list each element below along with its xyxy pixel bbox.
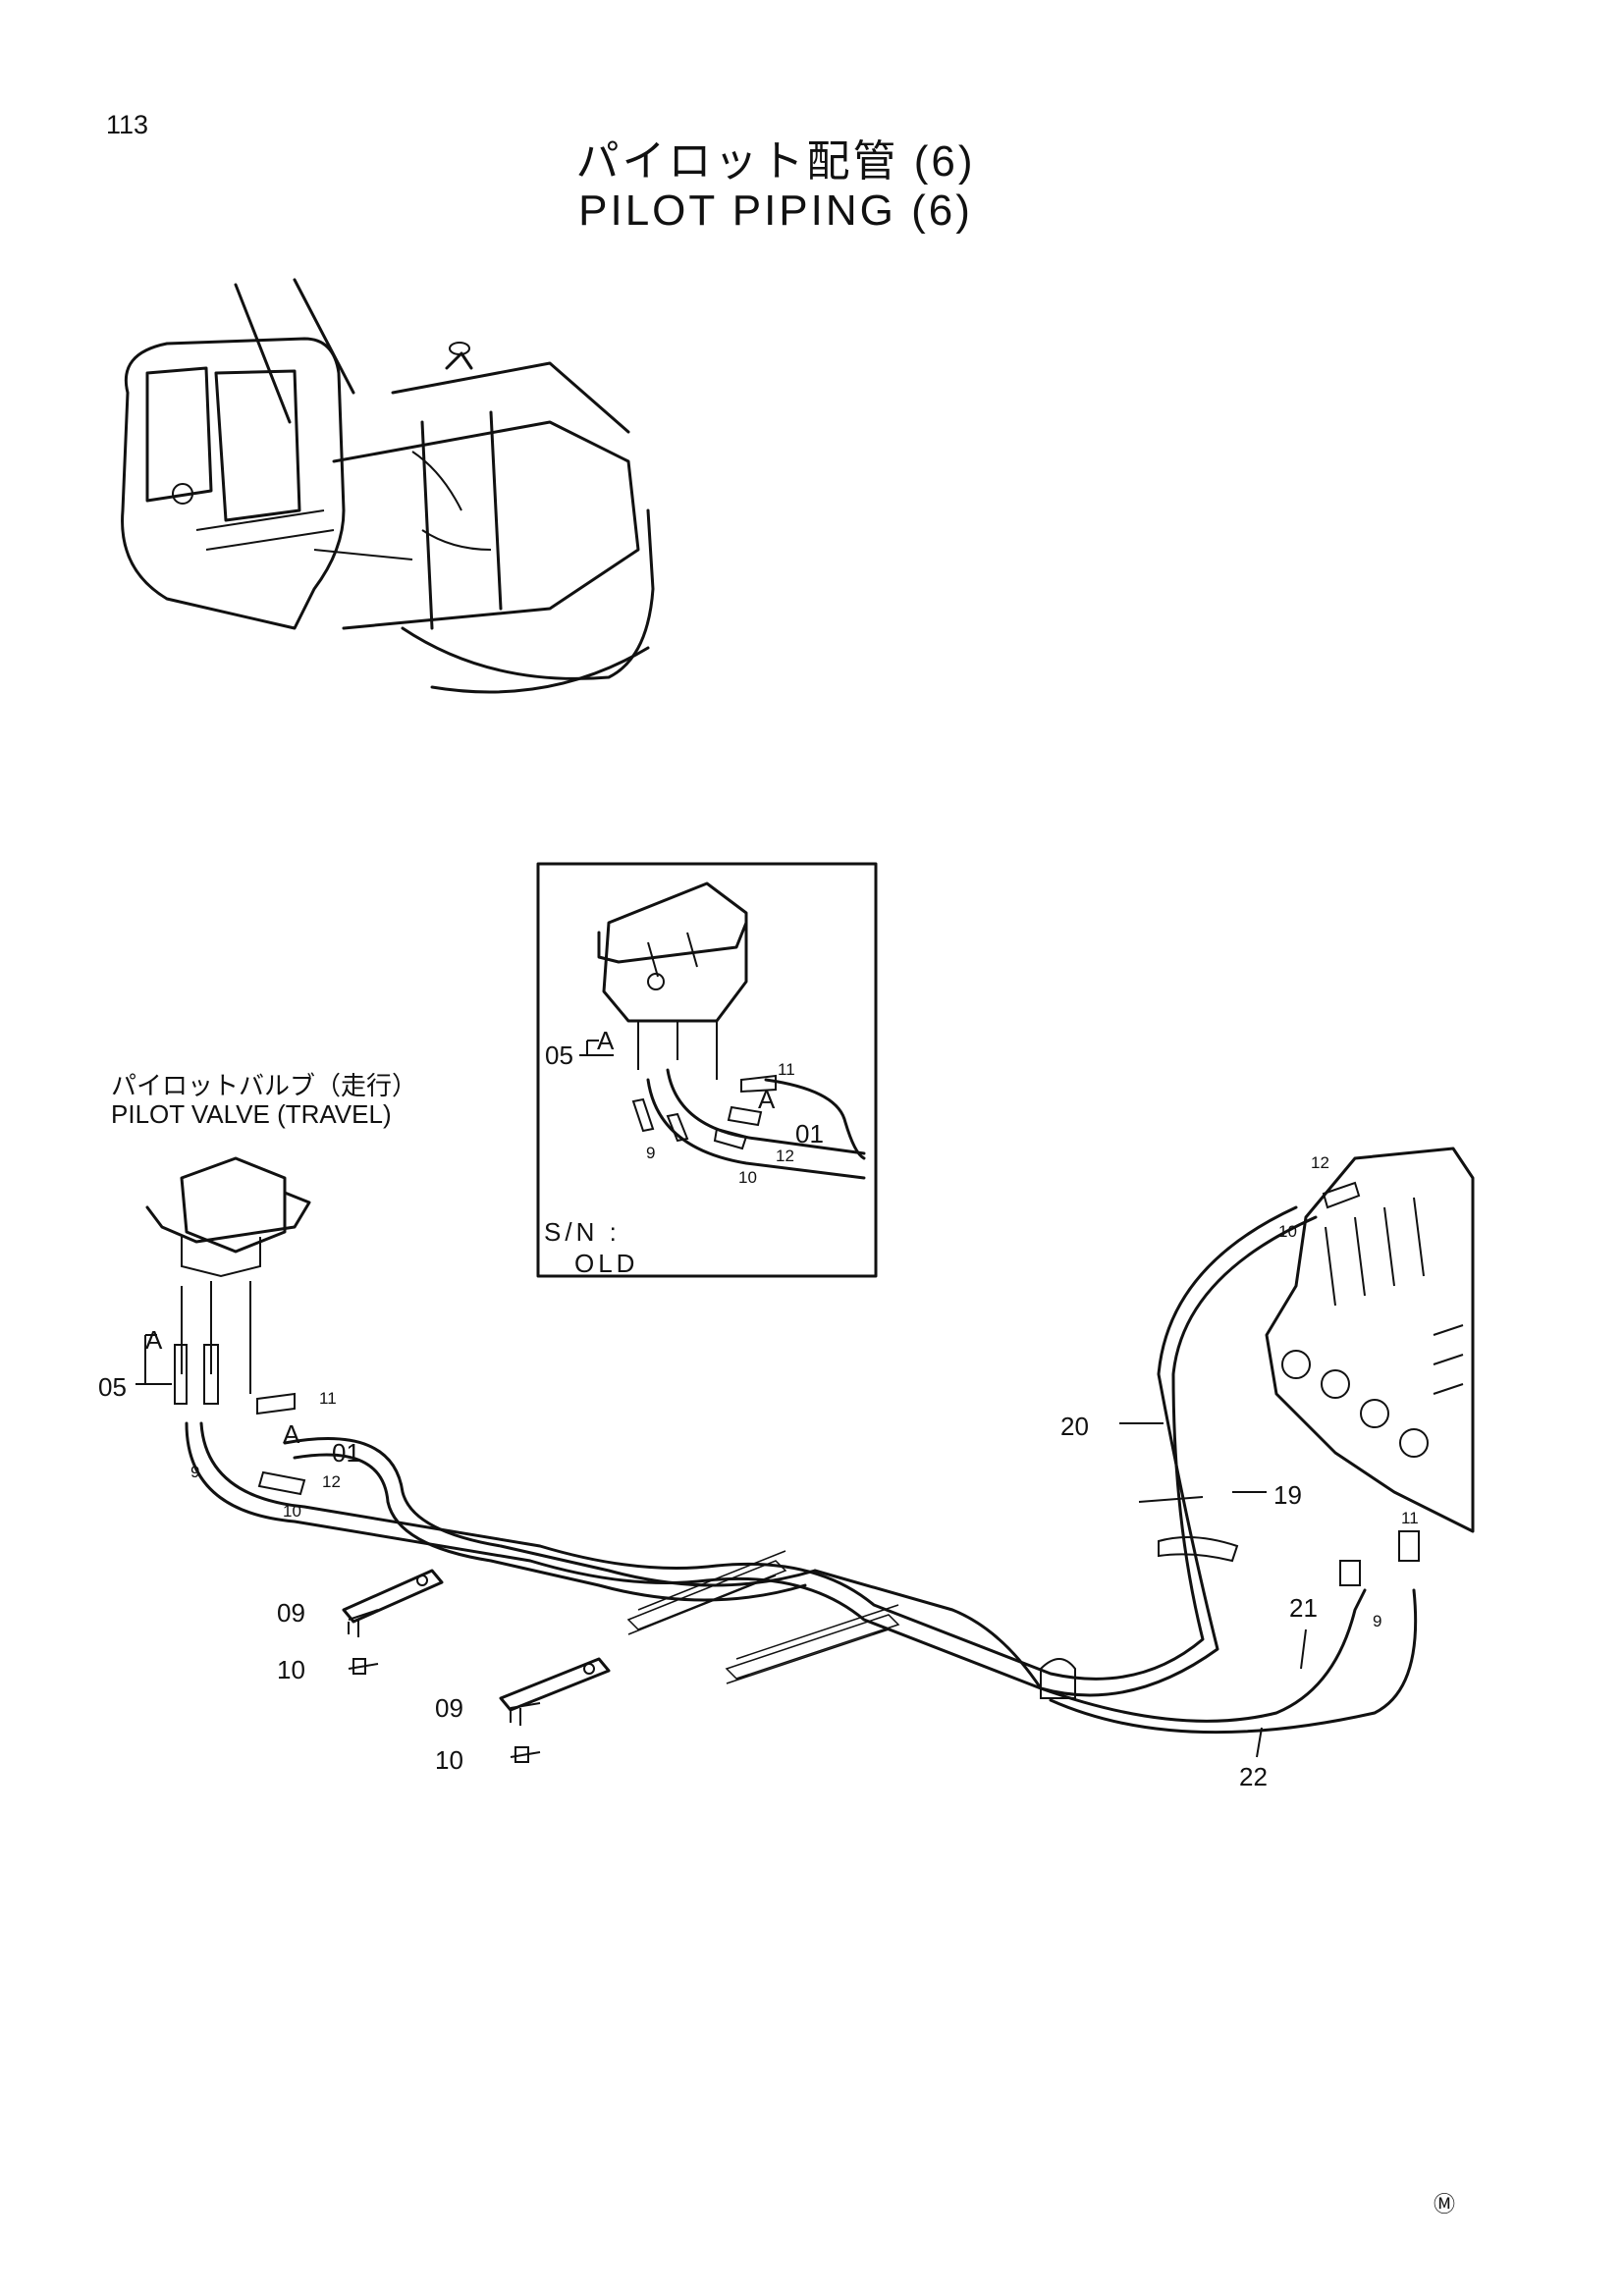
inset-callout-10: 10 bbox=[738, 1168, 757, 1187]
control-valve-illustration bbox=[1265, 1147, 1475, 1533]
callout-11: 11 bbox=[319, 1389, 337, 1408]
excavator-overview-illustration bbox=[121, 278, 655, 694]
callout-19: 19 bbox=[1273, 1480, 1302, 1510]
callout-11-right: 11 bbox=[1401, 1509, 1419, 1527]
inset-callout-12: 12 bbox=[776, 1147, 794, 1165]
inset-old-sn-illustration bbox=[536, 862, 878, 1278]
callout-22: 22 bbox=[1239, 1762, 1268, 1791]
callout-9-right: 9 bbox=[1373, 1612, 1382, 1630]
inset-sn-label: S/N : bbox=[544, 1217, 621, 1247]
inset-callout-01: 01 bbox=[795, 1119, 824, 1148]
inset-callout-9: 9 bbox=[646, 1144, 656, 1162]
callout-12: 12 bbox=[322, 1472, 341, 1491]
callout-10: 10 bbox=[283, 1502, 301, 1521]
hose-clamps bbox=[626, 1550, 900, 1684]
callout-10-b: 10 bbox=[435, 1745, 463, 1775]
callout-05: 05 bbox=[98, 1372, 127, 1402]
inset-callout-11: 11 bbox=[778, 1060, 795, 1079]
page-title-jp: パイロット配管 (6) bbox=[575, 137, 976, 186]
inset-callout-a-1: A bbox=[597, 1026, 615, 1055]
callout-09-a: 09 bbox=[277, 1598, 305, 1628]
brackets-and-bolts bbox=[342, 1569, 611, 1763]
manual-mark-icon: Ⓜ bbox=[1434, 2192, 1456, 2216]
inset-sn-value: OLD bbox=[574, 1249, 639, 1278]
pilot-valve-illustration bbox=[145, 1156, 311, 1405]
callout-9: 9 bbox=[190, 1463, 200, 1481]
pilot-valve-label-jp: パイロットバルブ（走行） bbox=[111, 1071, 418, 1100]
callout-09-b: 09 bbox=[435, 1693, 463, 1723]
page-number: 113 bbox=[106, 110, 149, 139]
pilot-valve-label-en: PILOT VALVE (TRAVEL) bbox=[111, 1099, 392, 1129]
inset-callout-05: 05 bbox=[545, 1041, 573, 1070]
callout-12-right: 12 bbox=[1311, 1153, 1329, 1172]
callout-10-a: 10 bbox=[277, 1655, 305, 1684]
callout-10-right: 10 bbox=[1278, 1222, 1297, 1241]
pilot-hoses bbox=[185, 1181, 1420, 1735]
callout-a-2: A bbox=[283, 1419, 300, 1449]
page-title-en: PILOT PIPING (6) bbox=[578, 187, 973, 235]
callout-leader-lines bbox=[135, 1040, 1307, 1758]
inset-callout-a-2: A bbox=[758, 1085, 776, 1114]
callout-01: 01 bbox=[332, 1438, 360, 1468]
callout-a-1: A bbox=[145, 1325, 163, 1355]
callout-20: 20 bbox=[1060, 1412, 1089, 1441]
callout-21: 21 bbox=[1289, 1593, 1318, 1623]
